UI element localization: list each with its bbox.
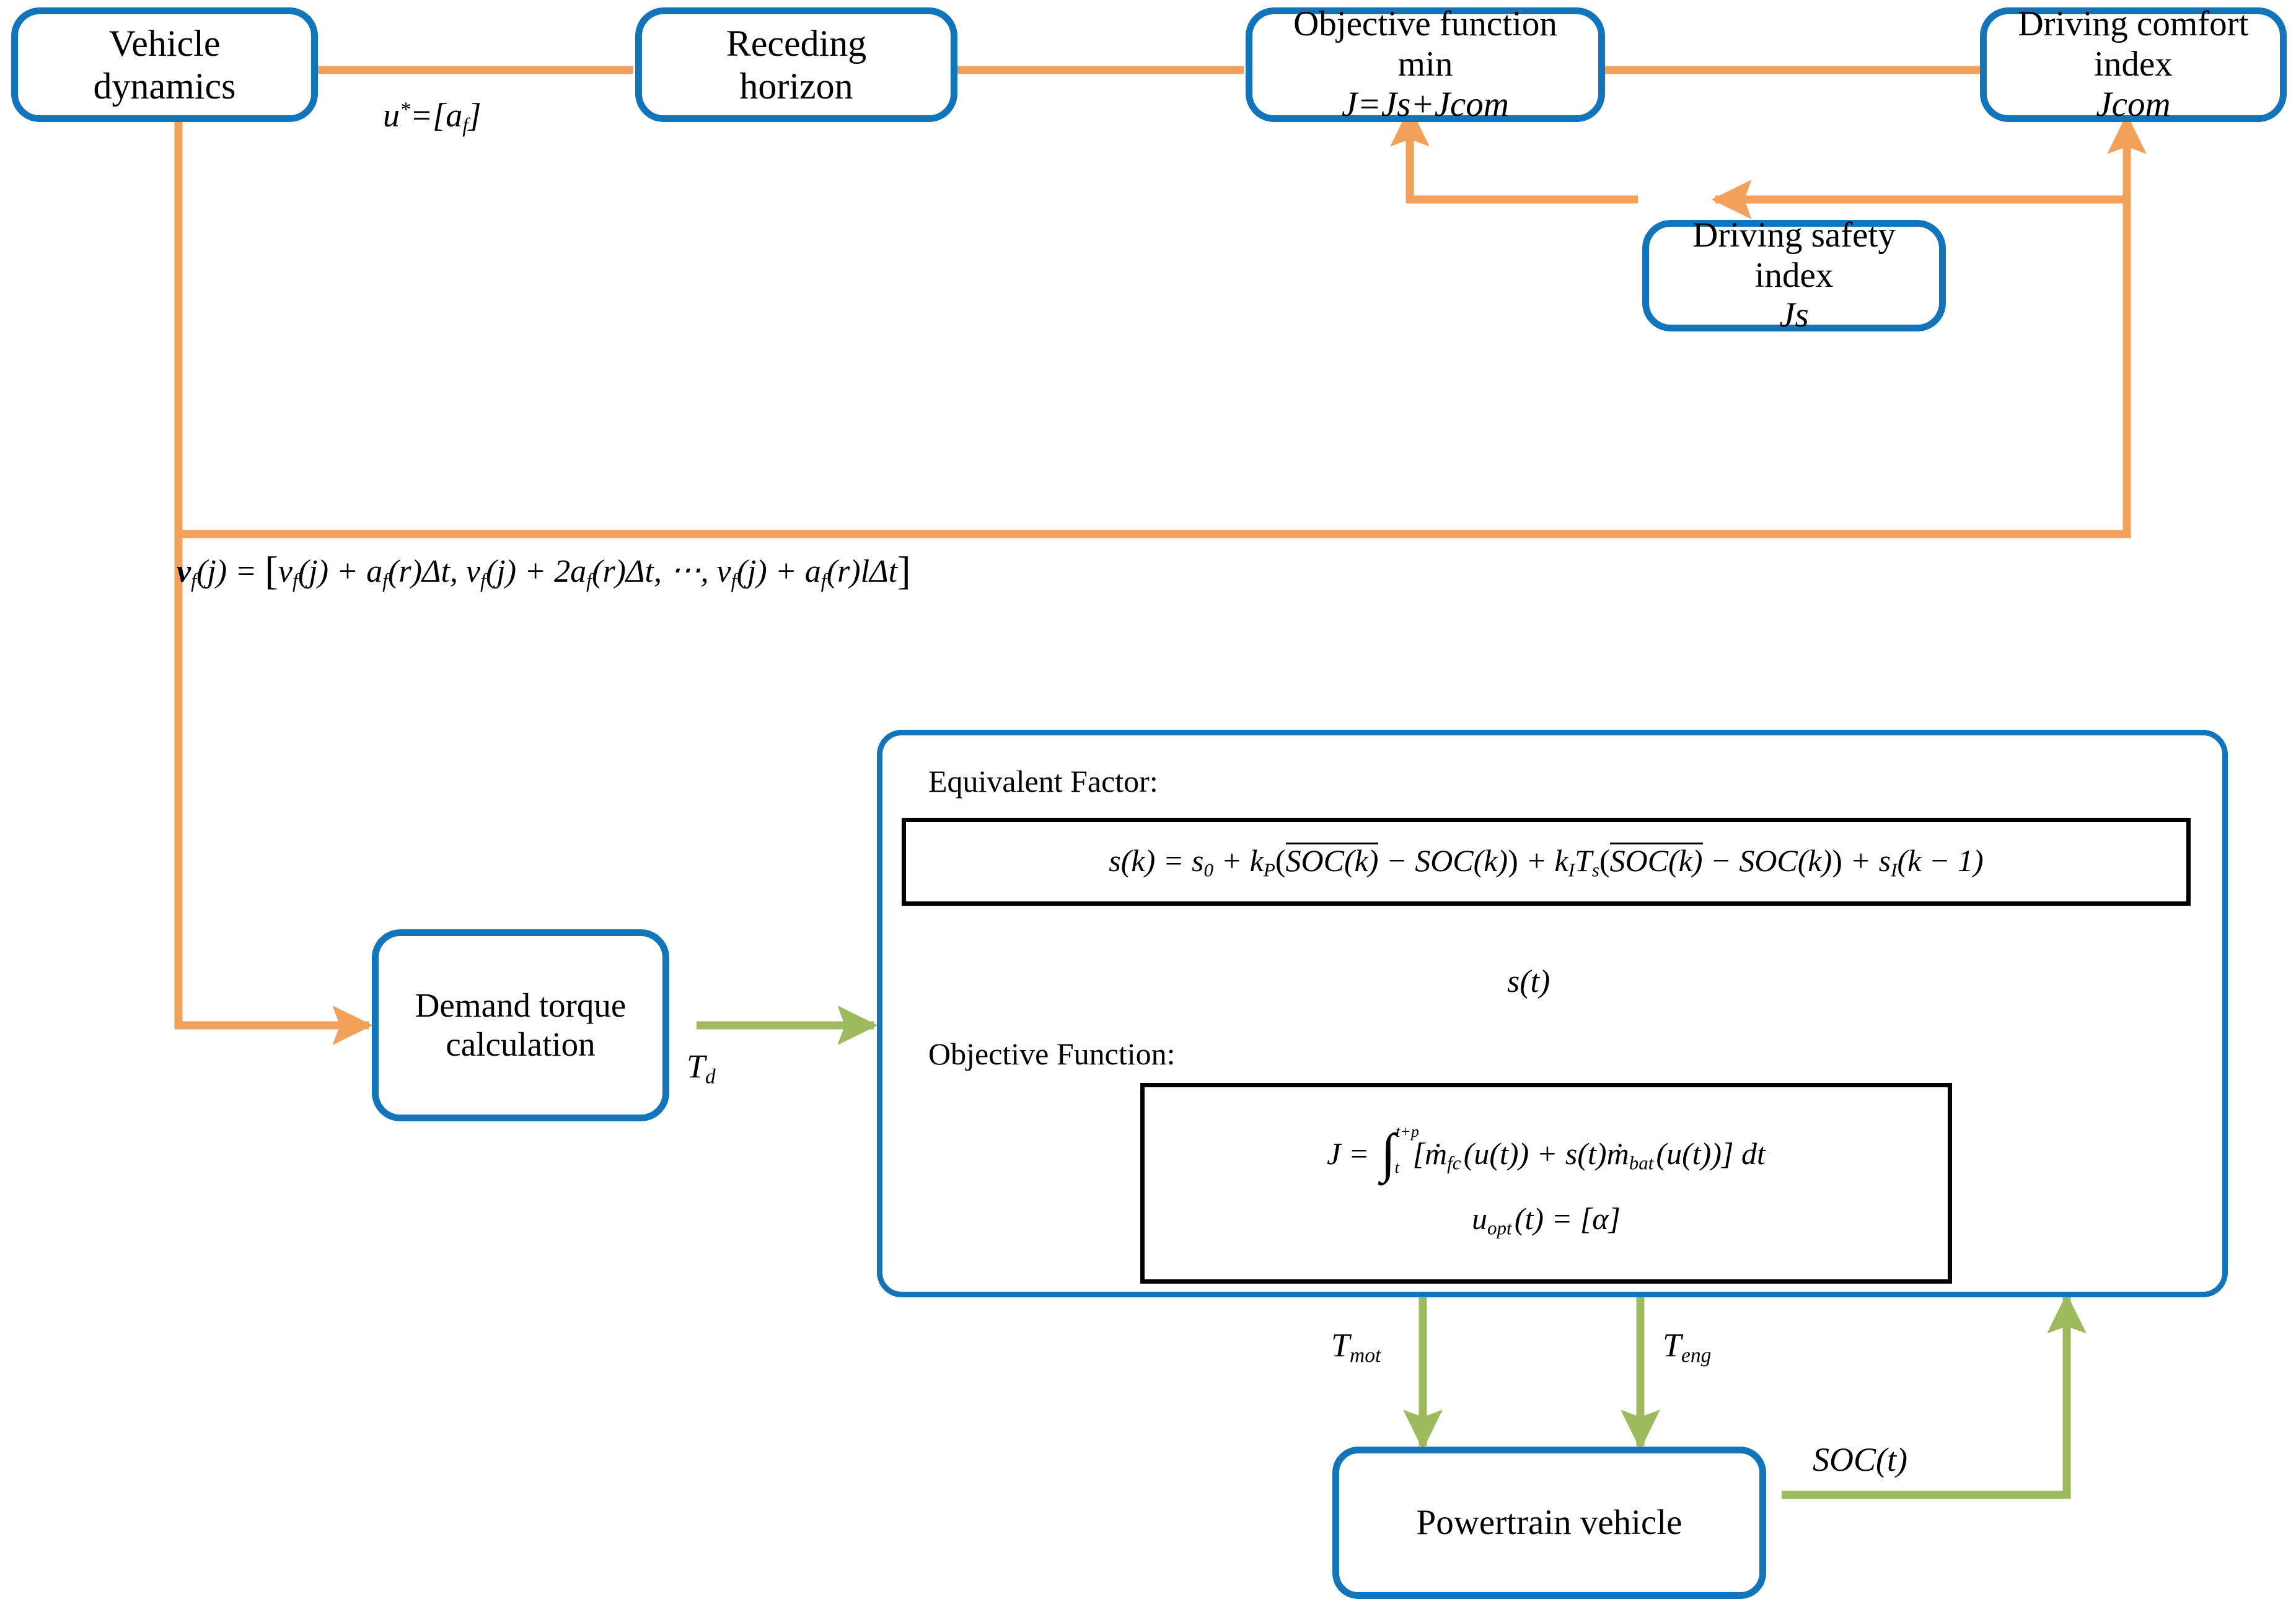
powertrain-vehicle-label: Powertrain vehicle (1416, 1502, 1682, 1542)
speed-profile-equation: vf(j) = [vf(j) + af(r)Δt, vf(j) + 2af(r)… (177, 549, 911, 594)
tmot-edge-label: Tmot (1331, 1326, 1381, 1367)
driving-comfort-index-word: index (2094, 45, 2173, 84)
demand-torque-line1: Demand torque (415, 986, 627, 1025)
driving-comfort-symbol: Jcom (2096, 84, 2171, 124)
teng-edge-label: Teng (1663, 1326, 1712, 1367)
green-flow-group (697, 1005, 2087, 1499)
edge-safety-to-objective (1390, 106, 1638, 204)
edge-vehicle-to-demand-torque (174, 534, 373, 1045)
st-edge-label: s(t) (1507, 964, 1550, 999)
soc-t-edge-label: SOC(t) (1813, 1441, 1907, 1478)
node-driving-comfort-index[interactable]: Driving comfort index Jcom (1980, 4, 2287, 124)
node-vehicle-dynamics[interactable]: Vehicle dynamics (11, 7, 318, 122)
objective-function-min: min (1397, 45, 1453, 84)
receding-horizon-line1: Receding (726, 23, 867, 64)
objective-function-title: Objective Function: (928, 1036, 1176, 1071)
driving-safety-symbol: Js (1779, 296, 1809, 335)
driving-comfort-line1: Driving comfort (2018, 4, 2249, 44)
node-demand-torque-calculation[interactable]: Demand torque calculation (372, 929, 669, 1121)
equivalent-factor-equation: s(k) = s0 + kP(SOC(k) − SOC(k)) + kITs(S… (1109, 842, 1984, 881)
equivalent-factor-title: Equivalent Factor: (928, 764, 1158, 799)
objective-function-formula: J=Js+Jcom (1342, 84, 1509, 124)
td-edge-label: Td (687, 1048, 716, 1089)
node-receding-horizon[interactable]: Receding horizon (635, 7, 957, 122)
edge-powertrain-soc-feedback (1782, 1293, 2087, 1499)
node-powertrain-vehicle[interactable]: Powertrain vehicle (1332, 1447, 1766, 1599)
orange-flow-group (152, 50, 2147, 1045)
receding-horizon-line2: horizon (739, 65, 853, 107)
demand-torque-line2: calculation (446, 1025, 596, 1063)
objective-function-line1: Objective function (1293, 4, 1557, 44)
equivalent-factor-equation-box: s(k) = s0 + kP(SOC(k) − SOC(k)) + kITs(S… (902, 818, 2191, 906)
driving-safety-index-word: index (1754, 255, 1834, 295)
driving-safety-line1: Driving safety (1692, 215, 1896, 255)
node-driving-safety-index[interactable]: Driving safety index Js (1642, 216, 1946, 335)
vehicle-dynamics-line2: dynamics (93, 65, 236, 107)
edge-vehicle-to-comfort (174, 110, 2147, 538)
vehicle-dynamics-line1: Vehicle (108, 23, 221, 64)
edge-comfort-to-safety (1711, 139, 2131, 219)
optimal-control-equation: uopt (t) = [α] (1472, 1201, 1621, 1239)
u-star-edge-label: u*=[af] (383, 97, 482, 138)
